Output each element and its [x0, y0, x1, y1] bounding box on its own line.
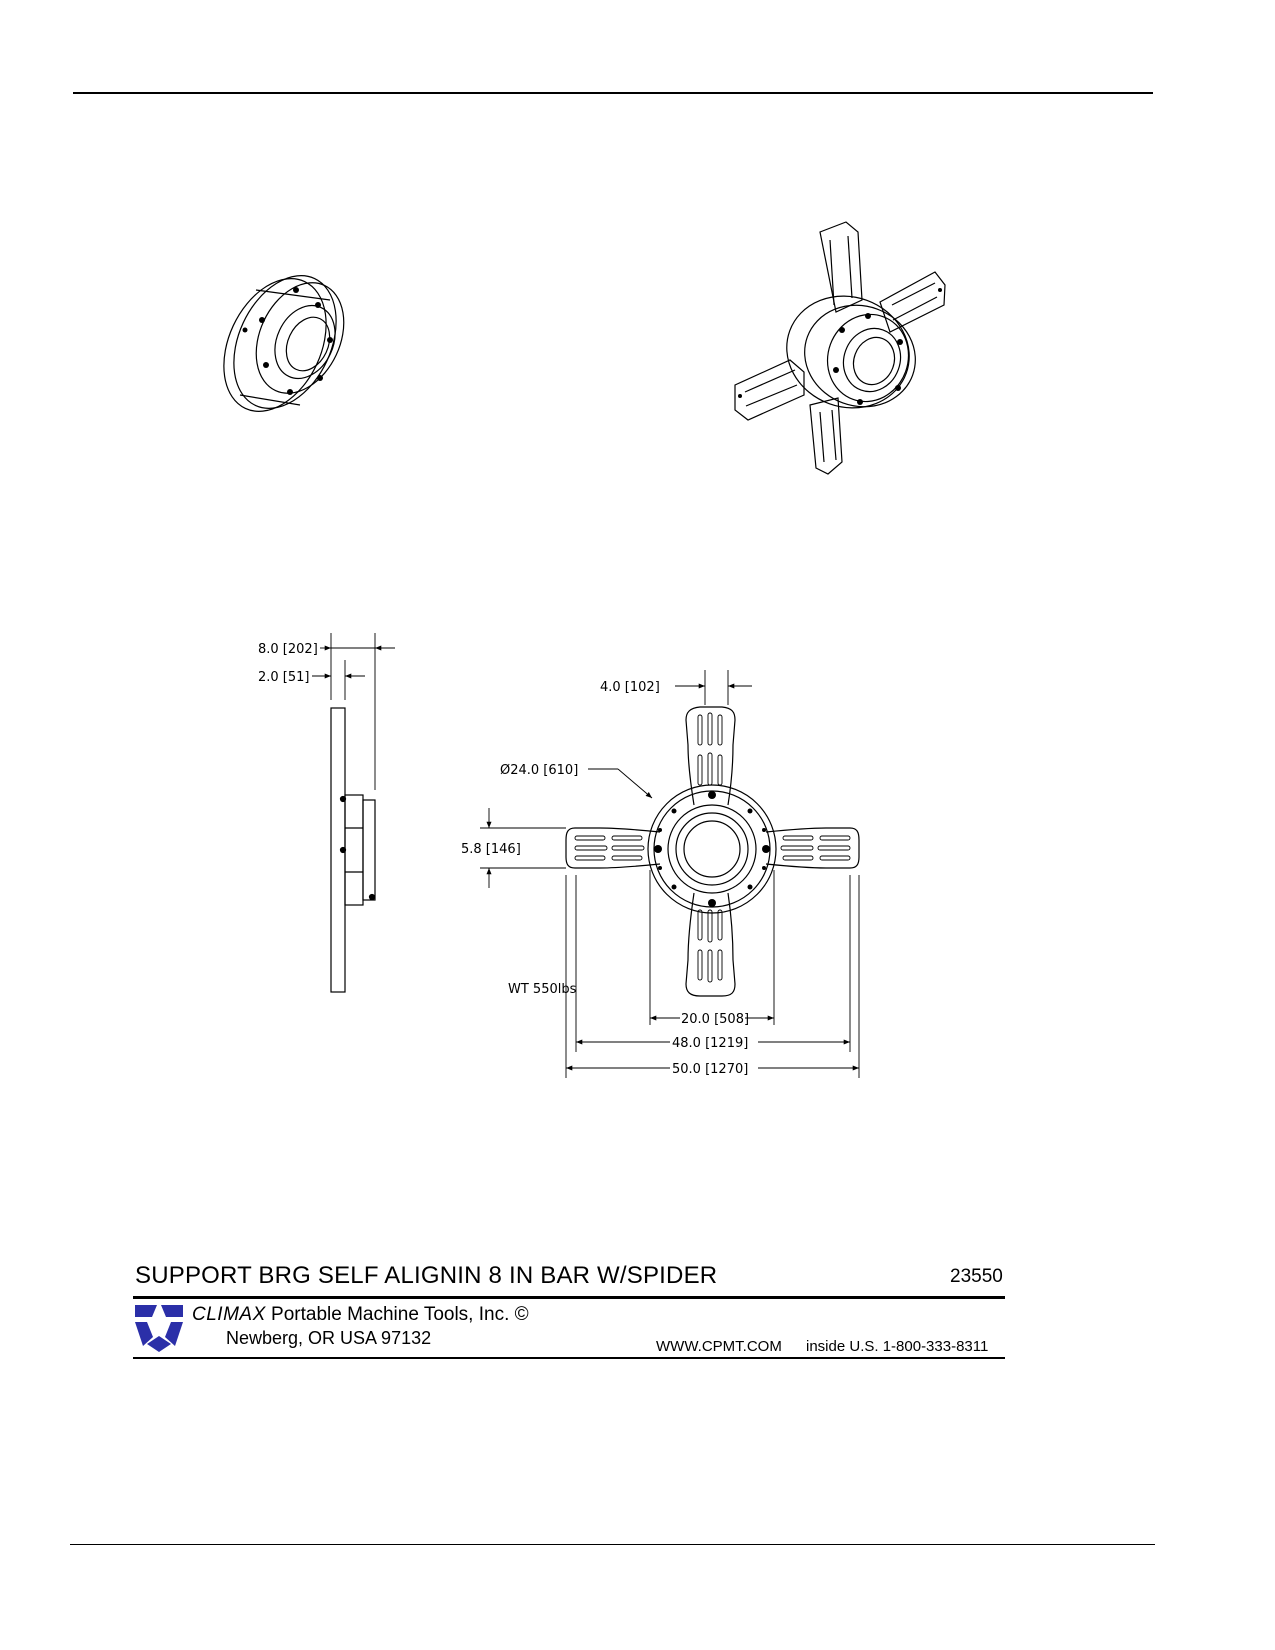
iso-bearing-view — [223, 275, 345, 412]
front-view-dimensions — [480, 670, 860, 1078]
dim-slot-span: 48.0 [1219] — [672, 1036, 748, 1051]
dim-side-overall: 8.0 [202] — [258, 642, 318, 657]
drawing-title: SUPPORT BRG SELF ALIGNIN 8 IN BAR W/SPID… — [135, 1262, 718, 1289]
dim-overall-span: 50.0 [1270] — [672, 1062, 748, 1077]
dim-side-plate: 2.0 [51] — [258, 670, 310, 685]
company-city: Newberg, OR USA 97132 — [226, 1328, 432, 1348]
climax-star-logo-icon — [135, 1305, 183, 1352]
company-name: CLIMAX Portable Machine Tools, Inc. © — [192, 1304, 529, 1326]
bottom-rule — [70, 1544, 1155, 1545]
iso-spider-view — [734, 221, 946, 475]
top-rule — [73, 92, 1153, 94]
front-view — [565, 706, 860, 997]
dim-arm-width: 4.0 [102] — [600, 680, 660, 695]
company-phone: inside U.S. 1-800-333-8311 — [806, 1338, 989, 1355]
weight-label: WT 550lbs — [508, 982, 577, 997]
company-website: WWW.CPMT.COM — [656, 1338, 782, 1355]
title-rule — [133, 1296, 1005, 1299]
company-name-rest: Portable Machine Tools, Inc. © — [265, 1304, 529, 1325]
dim-ring-diameter: Ø24.0 [610] — [500, 763, 578, 778]
dim-arm-height: 5.8 [146] — [461, 842, 521, 857]
footer-rule — [133, 1357, 1005, 1359]
company-brand: CLIMAX — [192, 1304, 266, 1325]
part-number: 23550 — [950, 1266, 1003, 1287]
dim-inner-span: 20.0 [508] — [681, 1012, 749, 1027]
side-view — [312, 633, 395, 993]
